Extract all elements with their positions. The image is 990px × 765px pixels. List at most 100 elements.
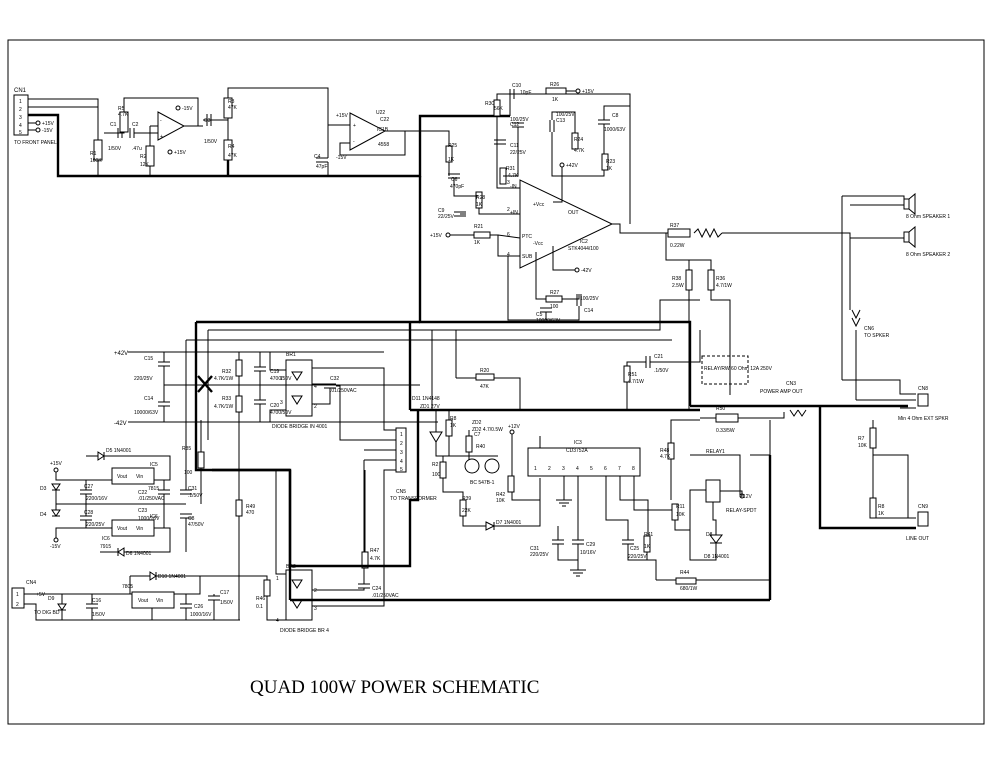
svg-text:+12V: +12V [508, 424, 520, 430]
svg-text:+15V: +15V [42, 121, 54, 127]
svg-text:680/1W: 680/1W [680, 586, 698, 592]
svg-text:1: 1 [400, 432, 403, 438]
svg-text:4700/50V: 4700/50V [270, 410, 292, 416]
svg-text:2: 2 [507, 207, 510, 213]
svg-text:4: 4 [507, 252, 510, 258]
svg-text:R47: R47 [370, 548, 379, 554]
svg-text:.1/50V: .1/50V [654, 368, 669, 374]
svg-text:TO SPKER: TO SPKER [864, 333, 890, 339]
svg-text:C21: C21 [654, 354, 663, 360]
svg-text:5: 5 [19, 130, 22, 136]
svg-text:R25: R25 [448, 143, 457, 149]
ic3-protection: IC3 CD3752A 1 2 3 4 5 6 7 8 [527, 440, 641, 477]
svg-text:D8: D8 [706, 532, 713, 538]
svg-text:IC5: IC5 [150, 462, 158, 468]
connector-cn1: CN1 1 2 3 4 5 TO FRONT PANEL +15V -15V [13, 88, 57, 146]
svg-text:R26: R26 [550, 82, 559, 88]
svg-text:C19: C19 [270, 369, 279, 375]
svg-text:.01/250VAC: .01/250VAC [138, 496, 165, 502]
svg-text:1K: 1K [450, 423, 457, 429]
svg-text:R32: R32 [222, 369, 231, 375]
svg-text:0.22W: 0.22W [670, 243, 685, 249]
svg-text:2: 2 [400, 441, 403, 447]
svg-text:CN5: CN5 [396, 489, 406, 495]
svg-text:C24: C24 [372, 586, 381, 592]
svg-text:+: + [353, 123, 356, 129]
svg-text:4.7/1W: 4.7/1W [716, 283, 732, 289]
schematic-title: QUAD 100W POWER SCHEMATIC [250, 677, 539, 698]
svg-text:-42V: -42V [581, 268, 592, 274]
svg-text:100K: 100K [90, 158, 102, 164]
connector-cn4: CN4 1 2 TO DIG BD +5V [11, 580, 60, 616]
svg-text:C27: C27 [84, 484, 93, 490]
svg-text:10000/63V: 10000/63V [134, 410, 159, 416]
svg-text:TO DIG BD: TO DIG BD [34, 610, 60, 616]
svg-text:6: 6 [604, 466, 607, 472]
svg-text:10pF: 10pF [520, 90, 531, 96]
svg-text:.01/250VAC: .01/250VAC [330, 388, 357, 394]
svg-text:1: 1 [280, 376, 283, 382]
svg-text:Vout: Vout [117, 526, 128, 532]
svg-text:D8 1N4001: D8 1N4001 [704, 554, 730, 560]
svg-text:LINE OUT: LINE OUT [906, 536, 929, 542]
svg-text:C1: C1 [110, 122, 117, 128]
svg-text:C8: C8 [612, 113, 619, 119]
svg-text:CN3: CN3 [786, 381, 796, 387]
svg-text:1K: 1K [476, 202, 483, 208]
svg-text:1K: 1K [878, 511, 885, 517]
svg-text:47pF: 47pF [316, 164, 327, 170]
svg-text:D5 1N4001: D5 1N4001 [106, 448, 132, 454]
svg-text:22/25V: 22/25V [438, 214, 455, 220]
svg-text:7805: 7805 [122, 584, 133, 590]
svg-text:D11 1N4148: D11 1N4148 [412, 396, 440, 402]
svg-text:R40: R40 [476, 444, 485, 450]
svg-text:-15V: -15V [336, 155, 347, 161]
svg-text:C15: C15 [144, 356, 153, 362]
svg-text:C3: C3 [204, 118, 211, 124]
svg-text:.47u: .47u [132, 146, 142, 152]
svg-text:R50: R50 [716, 406, 725, 412]
svg-text:Vin: Vin [136, 526, 143, 532]
svg-text:100: 100 [432, 472, 441, 478]
svg-text:C22: C22 [380, 117, 389, 123]
svg-text:100/25V: 100/25V [510, 117, 529, 123]
ic2-part: STK4044/100 [568, 246, 599, 252]
svg-text:D3: D3 [40, 486, 47, 492]
svg-text:CN4: CN4 [26, 580, 36, 586]
svg-text:C13: C13 [556, 118, 565, 124]
svg-text:+IN: +IN [510, 210, 518, 216]
svg-text:R48: R48 [660, 448, 669, 454]
svg-text:2: 2 [314, 588, 317, 594]
svg-text:+5V: +5V [36, 592, 46, 598]
ic1b-label: IC1B [377, 127, 389, 133]
svg-text:R49: R49 [246, 504, 255, 510]
svg-text:R51: R51 [628, 372, 637, 378]
svg-text:3: 3 [280, 400, 283, 406]
svg-text:1K: 1K [448, 157, 455, 163]
svg-text:Vin: Vin [156, 598, 163, 604]
sheet-border [7, 39, 985, 725]
ic2-power-amp: -IN +IN PTC SUB OUT +Vcc -Vcc IC2 STK404… [507, 179, 614, 269]
svg-text:470: 470 [246, 510, 255, 516]
svg-text:47K: 47K [480, 384, 490, 390]
svg-text:C20: C20 [270, 403, 279, 409]
svg-text:1000/63V: 1000/63V [604, 127, 626, 133]
svg-text:3: 3 [314, 606, 317, 612]
svg-text:10K: 10K [676, 512, 686, 518]
connector-cn5: 1 2 3 4 5 CN5 TO TRANSFORMER [390, 427, 437, 502]
svg-text:10/16V: 10/16V [580, 550, 597, 556]
svg-text:D9: D9 [48, 596, 55, 602]
svg-text:47K: 47K [228, 153, 238, 159]
svg-text:2.5W: 2.5W [672, 283, 684, 289]
svg-text:C29: C29 [586, 542, 595, 548]
svg-text:100/25V: 100/25V [556, 112, 575, 118]
svg-text:R36: R36 [716, 276, 725, 282]
svg-text:+42V: +42V [114, 351, 128, 357]
svg-text:R31: R31 [506, 166, 515, 172]
speaker-2-label: 8 Ohm SPEAKER 2 [906, 252, 950, 258]
